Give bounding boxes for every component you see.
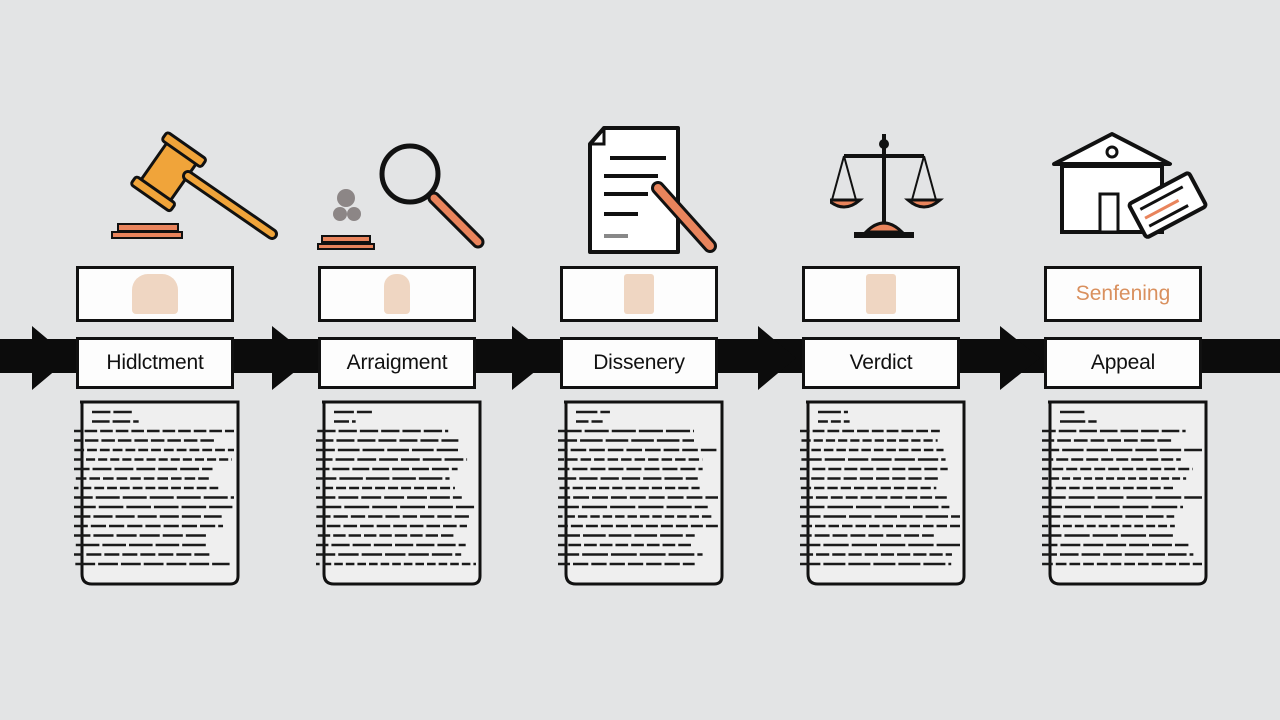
stage-arraignment: Arraigment — [316, 0, 486, 720]
arrow-head — [758, 326, 796, 390]
stage-top-box: Senfening — [1044, 266, 1202, 322]
stage-indictment: Hidlctment — [74, 0, 278, 720]
arrow-head — [1000, 326, 1040, 390]
arrow-head — [512, 326, 552, 390]
person-placeholder-icon — [384, 274, 410, 314]
stage-appeal: Senfening Appeal — [1042, 0, 1212, 720]
timeline-arrows — [32, 326, 1040, 390]
stage-label: Dissenery — [560, 337, 718, 389]
stage-top-box — [802, 266, 960, 322]
courthouse-icon — [1042, 118, 1212, 258]
stage-top-box — [318, 266, 476, 322]
stage-label: Appeal — [1044, 337, 1202, 389]
document-frame — [322, 400, 482, 586]
stage-label: Hidlctment — [76, 337, 234, 389]
document-frame — [80, 400, 240, 586]
document-text-block — [558, 400, 724, 586]
stage-label: Arraigment — [318, 337, 476, 389]
document-pen-icon — [558, 118, 728, 258]
document-text-block — [800, 400, 966, 586]
arrow-head — [272, 326, 312, 390]
stage-verdict: Verdict — [800, 0, 970, 720]
stage-top-label: Senfening — [1075, 282, 1171, 305]
magnifying-glass-icon — [316, 118, 486, 258]
person-placeholder-icon — [132, 274, 178, 314]
document-text-block — [316, 400, 482, 586]
document-text-block — [1042, 400, 1208, 586]
stage-label: Verdict — [802, 337, 960, 389]
stage-top-box — [76, 266, 234, 322]
arrow-head — [32, 326, 70, 390]
scroll-placeholder-icon — [624, 274, 654, 314]
document-text-block — [74, 400, 240, 586]
document-frame — [806, 400, 966, 586]
scales-of-justice-icon — [800, 118, 970, 258]
gavel-icon — [74, 118, 278, 258]
stage-top-box — [560, 266, 718, 322]
scroll-placeholder-icon — [866, 274, 896, 314]
stage-discovery: Dissenery — [558, 0, 728, 720]
document-frame — [564, 400, 724, 586]
document-frame — [1048, 400, 1208, 586]
